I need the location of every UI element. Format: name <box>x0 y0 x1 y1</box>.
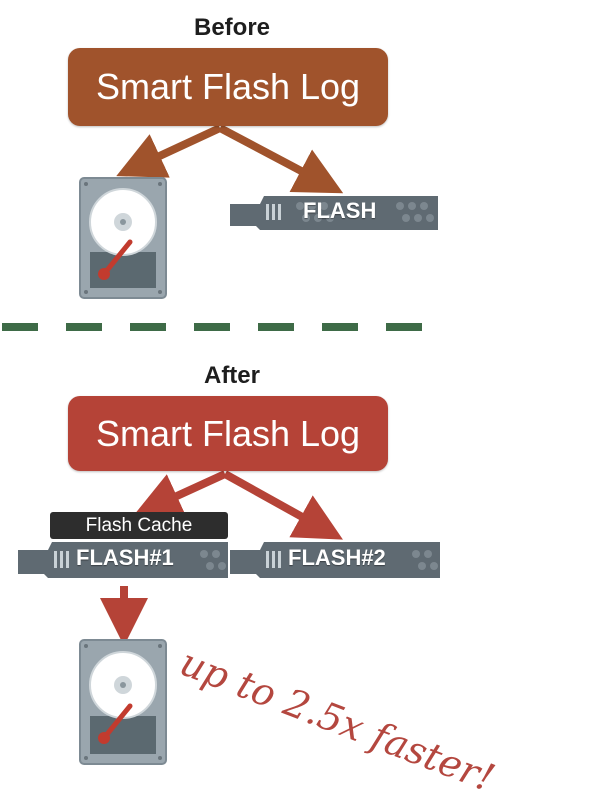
smart-flash-log-box-before: Smart Flash Log <box>68 48 388 126</box>
before-arrow-to-disk <box>116 124 222 178</box>
flash-card-icon <box>18 542 228 578</box>
flash1-label: FLASH#1 <box>76 545 174 570</box>
hard-disk-icon <box>79 177 167 299</box>
flash2-label: FLASH#2 <box>288 545 386 570</box>
before-arrow-to-flash <box>218 124 344 194</box>
flash-card-icon <box>230 542 440 578</box>
smart-flash-log-box-after: Smart Flash Log <box>68 396 388 471</box>
after-arrow-to-flash1 <box>133 470 227 518</box>
smart-flash-log-label: Smart Flash Log <box>95 66 361 107</box>
flash-cache-tag: Flash Cache <box>50 512 228 539</box>
flash-cache-label: Flash Cache <box>85 514 193 536</box>
smart-flash-log-label: Smart Flash Log <box>95 412 361 454</box>
flash-label: FLASH <box>303 198 377 223</box>
after-arrow-to-flash2 <box>223 470 343 540</box>
flash-card-icon <box>230 196 438 230</box>
before-heading: Before <box>193 14 271 41</box>
after-heading: After <box>203 362 260 389</box>
hard-disk-icon <box>79 639 167 765</box>
